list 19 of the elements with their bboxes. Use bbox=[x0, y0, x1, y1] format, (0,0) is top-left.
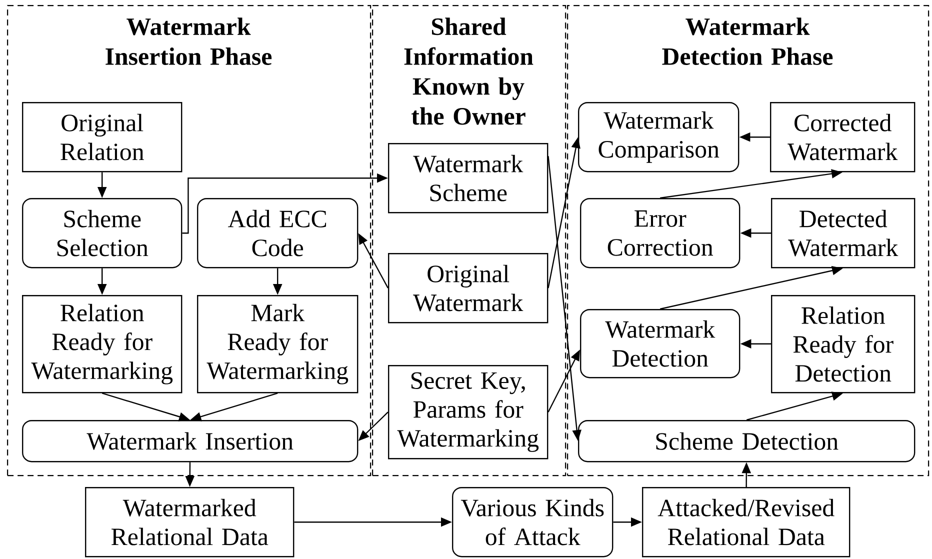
process-box: Original Watermark bbox=[388, 253, 548, 324]
process-box: Relation Ready for Detection bbox=[771, 295, 916, 394]
rounded-process-box: Watermark Detection bbox=[580, 309, 740, 378]
process-box: Attacked/Revised Relational Data bbox=[642, 487, 850, 558]
rounded-process-box: Error Correction bbox=[580, 198, 740, 268]
process-box: Relation Ready for Watermarking bbox=[22, 295, 182, 394]
process-box: Original Relation bbox=[22, 102, 182, 172]
process-box: Detected Watermark bbox=[771, 198, 916, 268]
process-box: Mark Ready for Watermarking bbox=[197, 295, 358, 394]
process-box: Secret Key, Params for Watermarking bbox=[388, 365, 548, 460]
rounded-process-box: Various Kinds of Attack bbox=[452, 487, 614, 558]
rounded-process-box: Add ECC Code bbox=[197, 198, 358, 268]
rounded-process-box: Watermark Comparison bbox=[578, 102, 740, 172]
process-box: Corrected Watermark bbox=[770, 102, 916, 172]
rounded-process-box: Scheme Selection bbox=[22, 198, 182, 268]
rounded-process-box: Watermark Insertion bbox=[22, 420, 358, 462]
rounded-process-box: Scheme Detection bbox=[578, 420, 916, 462]
process-box: Watermark Scheme bbox=[388, 143, 548, 214]
process-box: Watermarked Relational Data bbox=[85, 487, 294, 558]
